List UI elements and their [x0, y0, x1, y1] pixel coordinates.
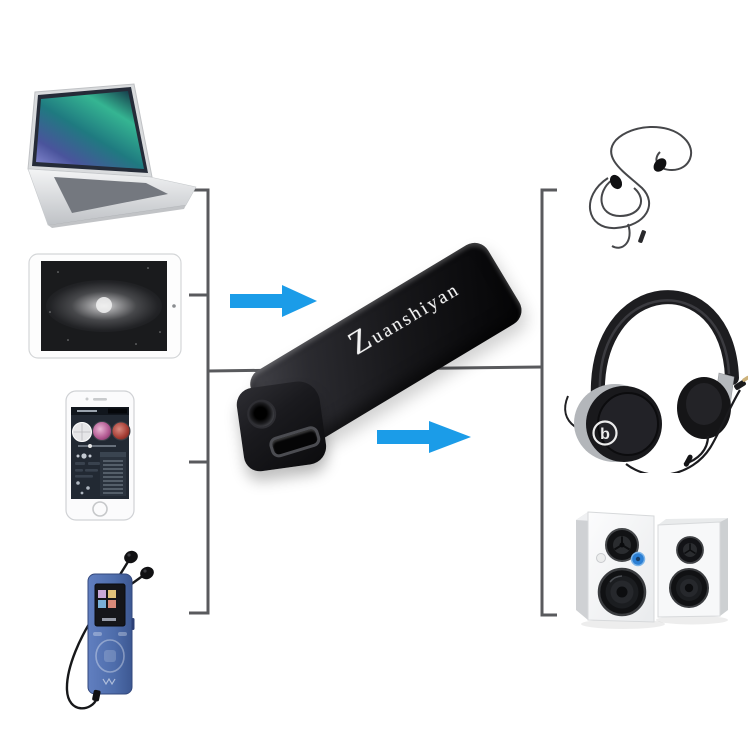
beats-logo-letter: b — [600, 426, 610, 443]
earbuds-cable-loops — [589, 126, 693, 249]
slider-knob — [88, 444, 92, 448]
earbud-bud-left — [609, 174, 623, 190]
phone-earpiece — [93, 398, 107, 401]
laptop-front-edge — [48, 205, 186, 228]
mp3-jack-plug — [92, 689, 101, 702]
phone-camera-icon — [85, 397, 89, 401]
earbuds-image — [589, 126, 693, 249]
middle-line — [207, 365, 543, 373]
walkman-logo-icon — [102, 677, 116, 686]
playlist-header — [100, 452, 126, 457]
playback-controls — [76, 453, 92, 459]
headphones-image: b — [564, 290, 748, 473]
phone-title-dark-block — [108, 408, 127, 414]
badge-center — [635, 556, 641, 562]
nebula-core — [96, 297, 112, 313]
laptop-image — [27, 83, 197, 228]
control-buttons — [75, 462, 100, 478]
laptop-screen — [36, 91, 144, 169]
tablet-camera-icon — [172, 304, 176, 308]
mp3-center-button — [104, 650, 116, 662]
speakers-image — [576, 511, 728, 629]
tweeter-right — [676, 536, 704, 564]
right-bracket — [540, 188, 557, 617]
earbud-bud-right — [653, 158, 667, 172]
nebula-stars — [49, 267, 161, 345]
inline-mic — [683, 454, 693, 467]
tweeter-left — [605, 528, 639, 562]
audio-plug-icon — [734, 375, 748, 390]
left-cup-pad — [597, 392, 659, 456]
speaker-right-side — [720, 518, 728, 616]
port-circle — [596, 553, 606, 563]
earbud-left — [124, 550, 138, 564]
earbuds-plug — [638, 230, 646, 244]
speaker-left — [576, 511, 655, 623]
mp3-screen-thumbnails — [98, 590, 116, 621]
woofer-left — [597, 567, 647, 617]
phone-app-titlebar — [71, 407, 129, 415]
album-art-2 — [92, 421, 112, 441]
album-art-3 — [111, 421, 131, 441]
woofer-right — [669, 568, 709, 608]
mp3-player-image — [65, 550, 154, 710]
phone-home-button — [92, 501, 108, 517]
playlist-rows — [103, 460, 123, 494]
album-art-1-spokes — [73, 423, 91, 441]
mp3-buttons — [93, 632, 127, 636]
mp3-side-button — [131, 618, 135, 630]
smartphone-image — [65, 390, 135, 521]
speaker-shadow-right — [656, 615, 728, 625]
speaker-right-top — [658, 518, 728, 525]
right-cup-pad — [686, 383, 722, 425]
mp3-nav-pad — [95, 639, 125, 673]
speaker-right — [657, 518, 728, 618]
beats-logo-icon — [592, 420, 618, 446]
earbud-right — [140, 566, 154, 580]
laptop-keyboard — [54, 177, 168, 213]
phone-title-text-bar — [77, 410, 97, 412]
speaker-left-side — [576, 512, 588, 620]
headband-highlight — [598, 299, 731, 395]
left-bracket — [189, 188, 210, 615]
control-dots — [76, 481, 90, 495]
tablet-image — [28, 253, 182, 359]
